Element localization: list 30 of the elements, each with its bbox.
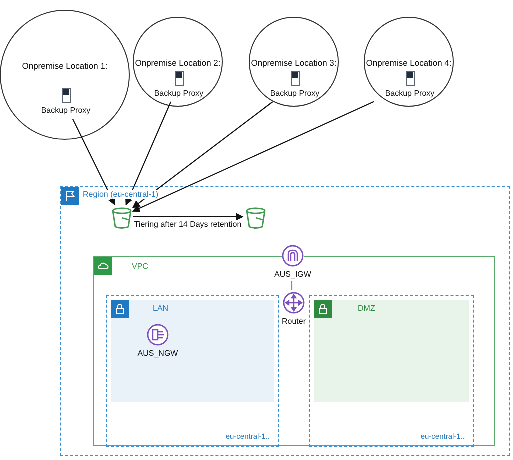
proxy-label: Backup Proxy <box>270 89 320 98</box>
proxy-label: Backup Proxy <box>385 89 435 98</box>
group-title: Region (eu-central-1) <box>83 190 159 199</box>
connector-line <box>291 281 293 290</box>
arrow <box>133 213 244 221</box>
arrow <box>72 118 116 206</box>
site-title: Onpremise Location 4: <box>365 58 453 68</box>
subnet-title: LAN <box>153 304 169 313</box>
site-circle <box>0 10 130 140</box>
group-title: VPC <box>132 262 148 271</box>
proxy-label: Backup Proxy <box>154 89 204 98</box>
region-group <box>60 186 510 456</box>
site-circle <box>364 17 454 107</box>
service-label: AUS_IGW <box>274 270 312 279</box>
arrow <box>132 102 274 208</box>
site-circle <box>133 17 223 107</box>
edge-label: Tiering after 14 Days retention <box>132 220 244 229</box>
site-circle <box>249 17 339 107</box>
site-title: Onpremise Location 3: <box>250 58 338 68</box>
service-label: Router <box>282 317 306 326</box>
subnet-group <box>106 295 279 447</box>
subnet-group <box>309 295 474 447</box>
vpc-group <box>93 256 495 446</box>
arrow <box>132 101 374 212</box>
proxy-label: Backup Proxy <box>41 106 91 115</box>
arrow <box>125 102 172 206</box>
service-label: AUS_NGW <box>138 349 178 358</box>
subnet-title: DMZ <box>358 304 376 313</box>
site-title: Onpremise Location 2: <box>134 58 222 68</box>
site-title: Onpremise Location 1: <box>21 61 109 71</box>
